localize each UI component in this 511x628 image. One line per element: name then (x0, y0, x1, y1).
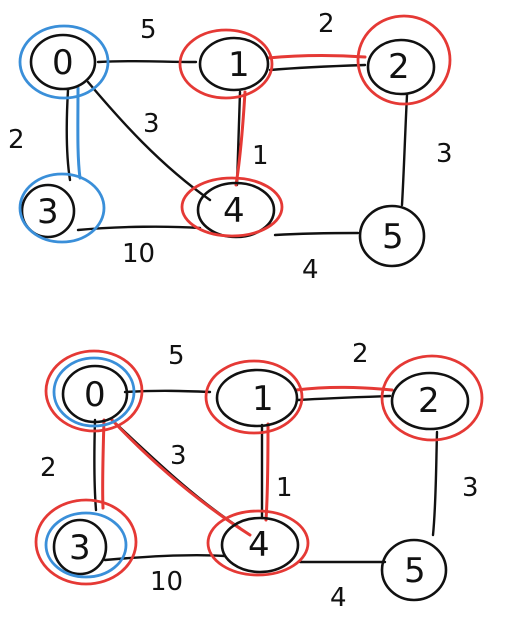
edge-1-2 (268, 63, 367, 72)
node-label-0: 0 (84, 375, 106, 415)
node-circle-5 (358, 204, 426, 268)
node-circle-3 (20, 183, 76, 239)
node-ring-4-red (180, 176, 284, 238)
node-label-1: 1 (252, 379, 274, 419)
node-label-2: 2 (418, 381, 440, 421)
edge-weight-1-2: 2 (352, 339, 369, 369)
node-ring-1-red (178, 28, 274, 100)
edge-2-5 (431, 430, 439, 537)
edge-weight-0-4: 3 (170, 441, 187, 471)
node-circle-1 (198, 36, 270, 92)
diagram-bottom: 0 1 2 3 4 5 5 2 2 3 1 3 10 4 (34, 339, 484, 613)
node-circle-2 (390, 371, 470, 431)
node-label-0: 0 (52, 43, 74, 83)
node-label-4: 4 (223, 191, 245, 231)
node-ring-0-red (44, 349, 144, 433)
node-circle-0 (61, 364, 129, 424)
node-ring-1-red (204, 359, 304, 435)
node-circle-0 (29, 33, 97, 91)
edge-weight-4-5: 4 (330, 583, 347, 613)
node-label-5: 5 (404, 551, 426, 591)
node-circle-1 (215, 368, 299, 428)
node-circle-3 (52, 518, 108, 576)
edge-0-1 (123, 389, 212, 394)
edge-0-3-highlight (76, 86, 82, 180)
edge-weight-2-5: 3 (436, 139, 453, 169)
edge-weight-2-5: 3 (462, 473, 479, 503)
node-label-3: 3 (69, 528, 91, 568)
edge-weight-4-5: 4 (302, 255, 319, 285)
edge-0-4 (110, 418, 242, 530)
edge-0-3 (65, 88, 72, 182)
edge-weight-0-3: 2 (40, 453, 57, 483)
edge-weight-3-4: 10 (150, 567, 183, 597)
edge-weight-1-4: 1 (252, 141, 269, 171)
node-circle-4 (220, 516, 300, 574)
edge-0-4 (86, 80, 212, 202)
node-ring-0-blue (18, 24, 110, 100)
edge-3-4 (103, 554, 227, 562)
node-label-5: 5 (382, 217, 404, 257)
node-ring-2-red (380, 354, 484, 442)
node-circle-5 (380, 538, 448, 602)
edge-1-4-highlight (264, 422, 270, 522)
edge-weight-1-2: 2 (318, 9, 335, 39)
edge-weight-0-3: 2 (8, 125, 25, 155)
edge-1-2-highlight (294, 385, 394, 392)
edge-2-5 (400, 93, 409, 207)
edge-weight-0-1: 5 (168, 341, 185, 371)
node-circle-2 (366, 38, 436, 96)
node-ring-2-red (356, 14, 452, 106)
node-ring-0-blue (52, 356, 136, 428)
edge-3-4 (76, 225, 202, 232)
node-ring-3-red (34, 498, 138, 586)
node-ring-4-red (206, 509, 310, 577)
edge-4-5 (273, 231, 360, 237)
edge-weight-0-4: 3 (143, 109, 160, 139)
diagram-top: 0 1 2 3 4 5 5 2 2 3 1 3 10 4 (8, 9, 453, 285)
node-label-1: 1 (228, 45, 250, 85)
edge-0-1 (96, 59, 198, 64)
edge-0-3-highlight (101, 418, 106, 510)
edge-1-2-highlight (266, 54, 367, 60)
edge-weight-1-4: 1 (276, 473, 293, 503)
edge-0-4-highlight (110, 418, 252, 537)
edge-weight-0-1: 5 (140, 15, 157, 45)
node-label-3: 3 (37, 192, 59, 232)
edge-weight-3-4: 10 (122, 239, 155, 269)
node-ring-3-blue (44, 511, 128, 579)
node-ring-3-blue (18, 172, 106, 244)
edge-1-2 (296, 394, 392, 402)
node-label-2: 2 (388, 47, 410, 87)
edge-0-3 (93, 418, 98, 512)
node-label-4: 4 (248, 525, 270, 565)
